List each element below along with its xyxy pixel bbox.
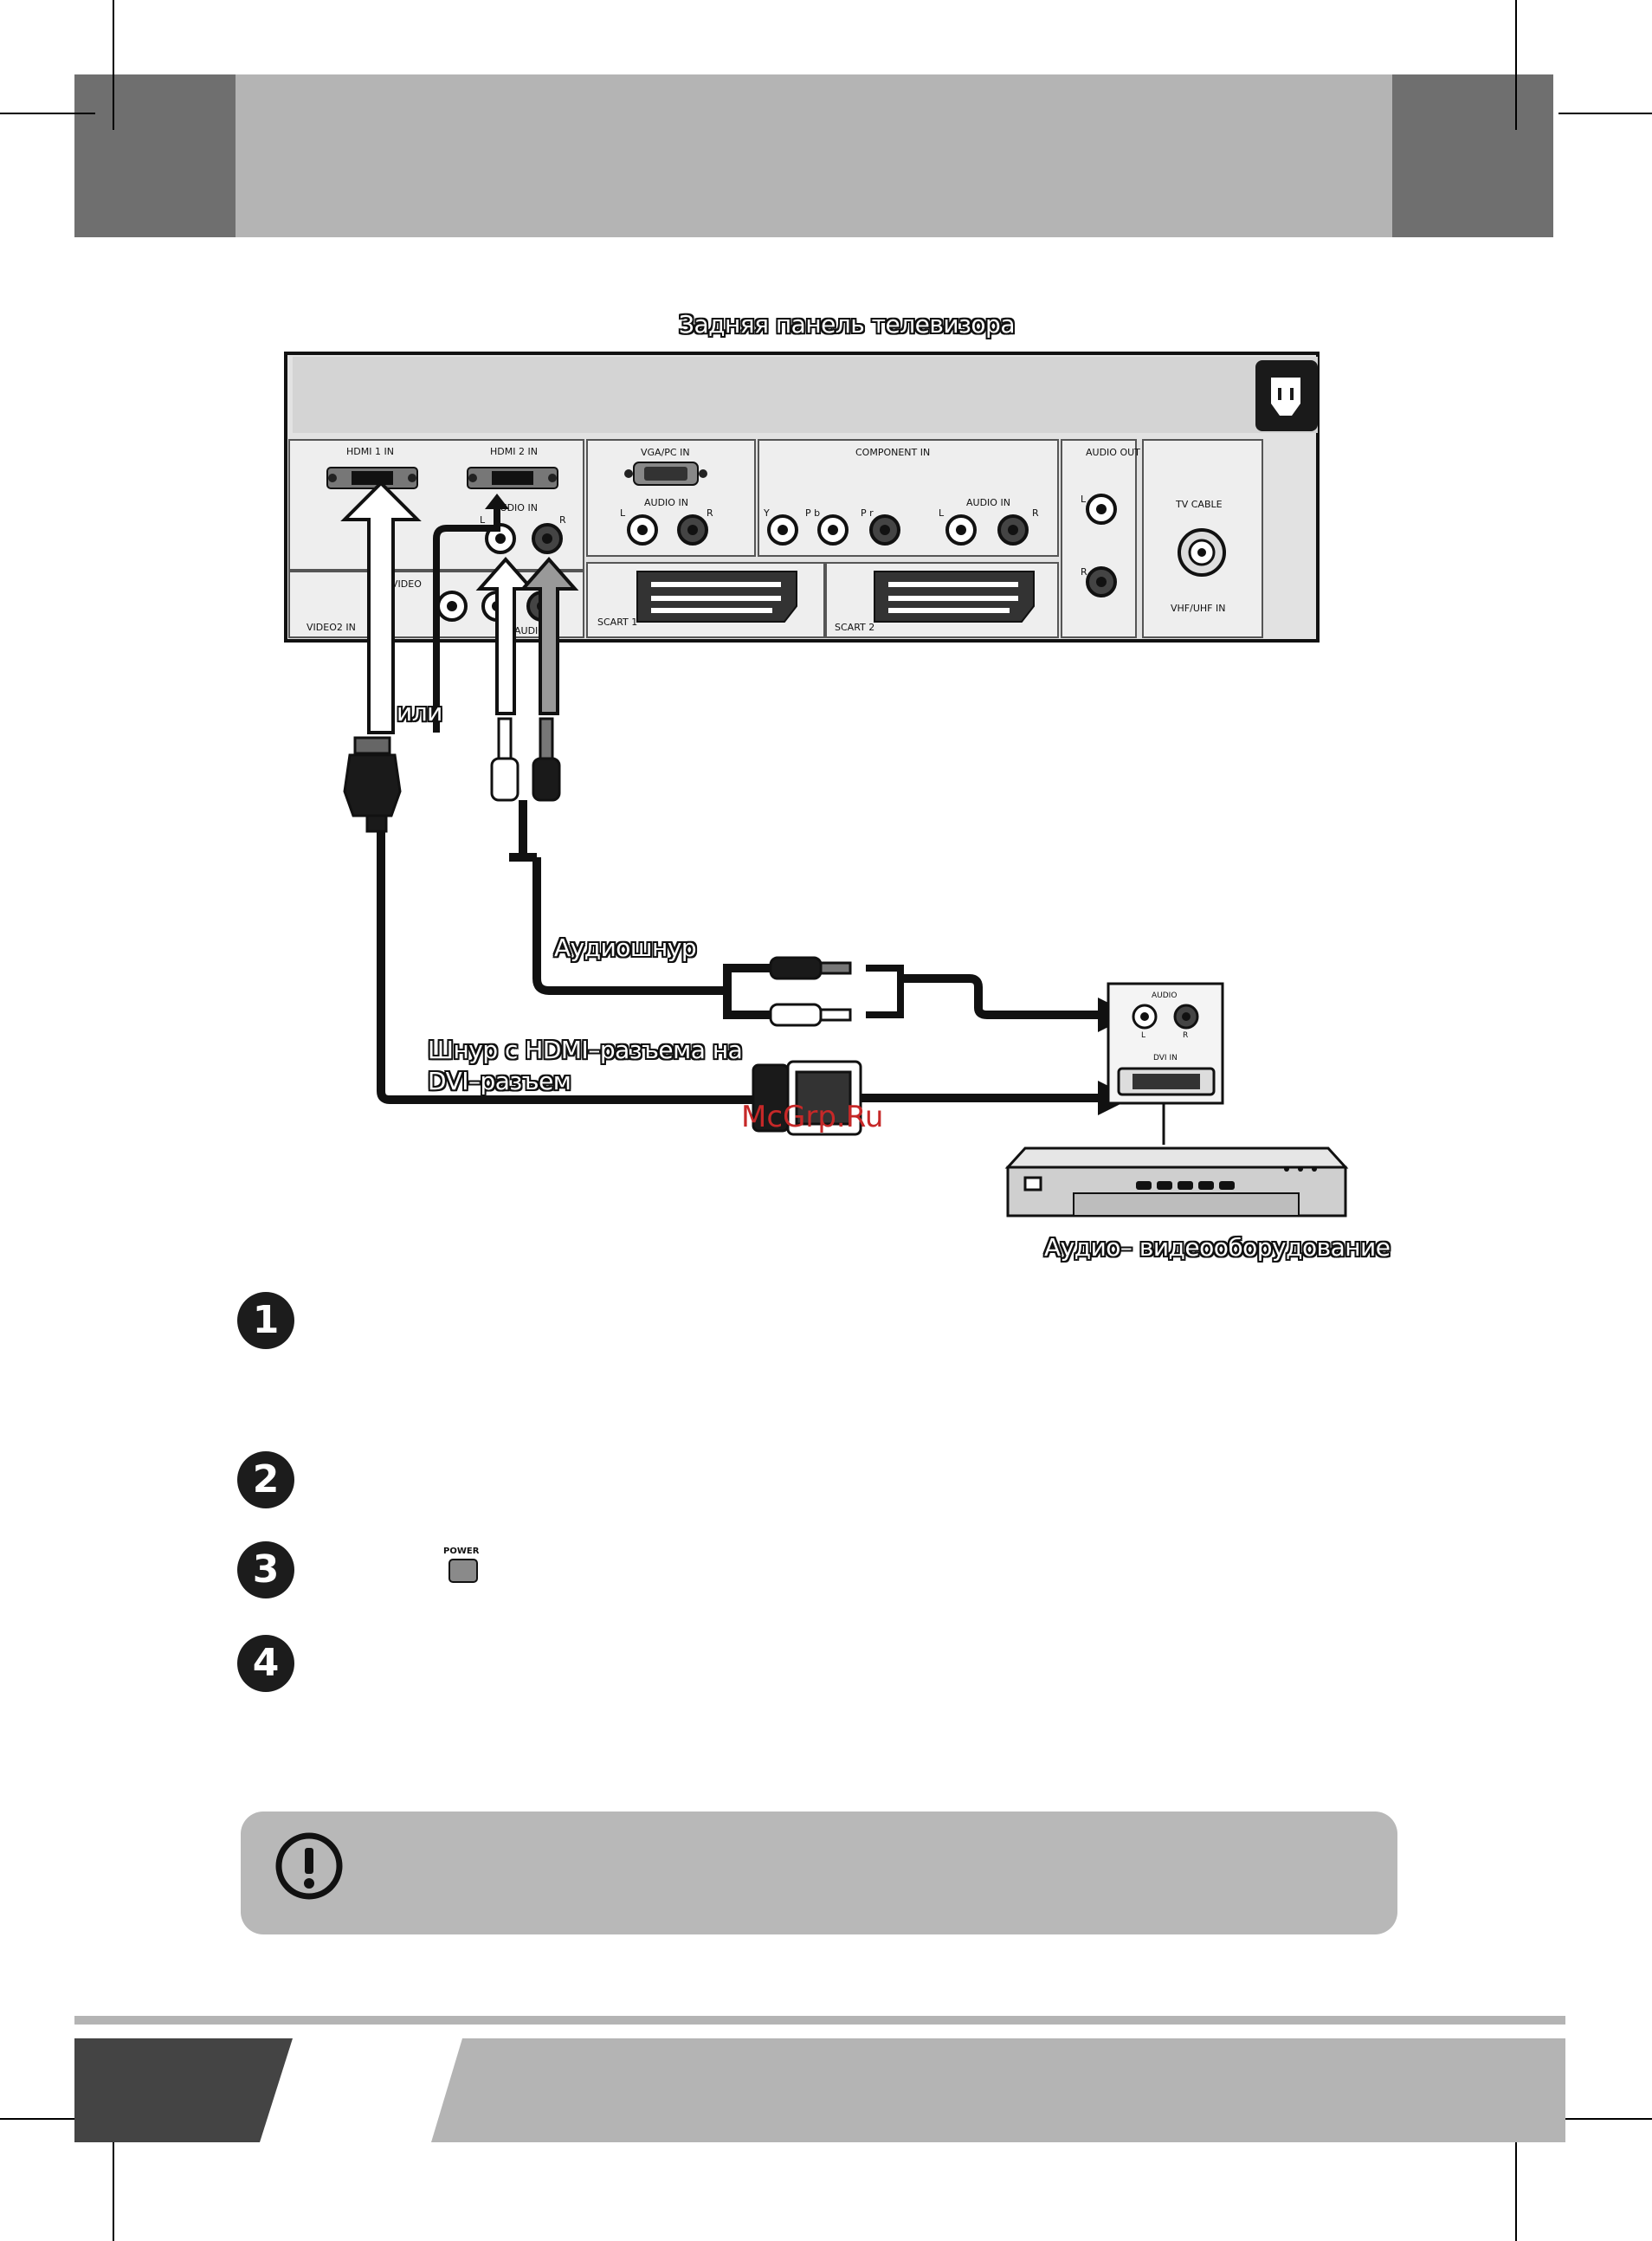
crop-mark	[1515, 2113, 1517, 2241]
label-tv-cable: TV CABLE	[1175, 499, 1223, 510]
label-vga-l: L	[620, 507, 626, 519]
label-vga-audio: AUDIO IN	[644, 497, 688, 508]
hdmi-dvi-adapter	[343, 736, 402, 833]
audio-cord-label: Аудиошнур	[554, 933, 697, 962]
connection-diagram: HDMI 1 IN HDMI 2 IN AUDIO IN L R VIDEO V…	[284, 352, 1349, 1217]
crop-mark	[1515, 0, 1517, 130]
crop-mark	[1558, 2118, 1652, 2120]
diagram-title: Задняя панель телевизора	[679, 310, 1015, 339]
warning-icon	[275, 1832, 343, 1900]
label-component-in: COMPONENT IN	[855, 447, 930, 458]
header-right-block	[1392, 74, 1553, 237]
label-pb: P b	[805, 507, 820, 519]
device-audio-label: AUDIO	[1152, 991, 1177, 1000]
hdmi-dvi-cable	[377, 831, 753, 1104]
label-scart1: SCART 1	[597, 617, 637, 628]
header-left-block	[74, 74, 236, 237]
label-out-r: R	[1081, 566, 1087, 578]
header-band	[236, 74, 1392, 237]
label-comp-audio: AUDIO IN	[966, 497, 1010, 508]
label-scart2: SCART 2	[835, 622, 874, 633]
label-y: Y	[763, 507, 770, 519]
label-vga: VGA/PC IN	[641, 447, 690, 458]
label-audio-out: AUDIO OUT	[1086, 447, 1140, 458]
device-dvi-label: DVI IN	[1153, 1054, 1178, 1062]
footer-band	[74, 2038, 1565, 2142]
crop-mark	[1558, 113, 1652, 114]
label-l: L	[480, 514, 486, 526]
hdmi-dvi-cord-label-1: Шнур с HDMI–разъема на	[428, 1036, 743, 1064]
label-comp-r: R	[1032, 507, 1039, 519]
av-device	[1004, 1146, 1349, 1217]
label-comp-l: L	[939, 507, 945, 519]
or-label: или	[397, 698, 442, 727]
tv-rear-panel	[284, 352, 1320, 643]
power-button-icon	[448, 1559, 478, 1583]
connection-arrows	[340, 481, 579, 734]
audio-cable	[509, 800, 771, 1019]
step-1-badge: 1	[237, 1292, 294, 1349]
label-hdmi2: HDMI 2 IN	[490, 446, 538, 457]
watermark: McGrp.Ru	[741, 1100, 884, 1134]
power-label: POWER	[443, 1547, 480, 1556]
label-r: R	[559, 514, 566, 526]
step-3-badge: 3	[237, 1541, 294, 1598]
crop-mark	[0, 113, 95, 114]
label-out-l: L	[1081, 494, 1087, 505]
step-2-badge: 2	[237, 1451, 294, 1508]
footer-rule	[74, 2016, 1565, 2025]
step-4-badge: 4	[237, 1635, 294, 1692]
label-vga-r: R	[707, 507, 713, 519]
note-box	[241, 1812, 1397, 1934]
crop-mark	[113, 2113, 114, 2241]
label-vhf-uhf: VHF/UHF IN	[1171, 603, 1225, 614]
label-pr: P r	[861, 507, 874, 519]
dvi-plug	[752, 1060, 862, 1136]
hdmi-dvi-cord-label-2: DVI–разъем	[428, 1067, 571, 1095]
alt-hdmi-route	[433, 506, 500, 733]
device-input-panel	[1107, 982, 1224, 1145]
label-video2-in: VIDEO2 IN	[307, 622, 356, 633]
crop-mark	[113, 0, 114, 130]
label-hdmi1: HDMI 1 IN	[346, 446, 394, 457]
crop-mark	[0, 2118, 95, 2120]
device-l-label: L	[1141, 1031, 1145, 1040]
rca-plugs	[490, 717, 561, 802]
device-caption: Аудио– видеооборудование	[1044, 1233, 1391, 1262]
device-r-label: R	[1183, 1031, 1188, 1040]
label-video: VIDEO	[391, 578, 422, 590]
